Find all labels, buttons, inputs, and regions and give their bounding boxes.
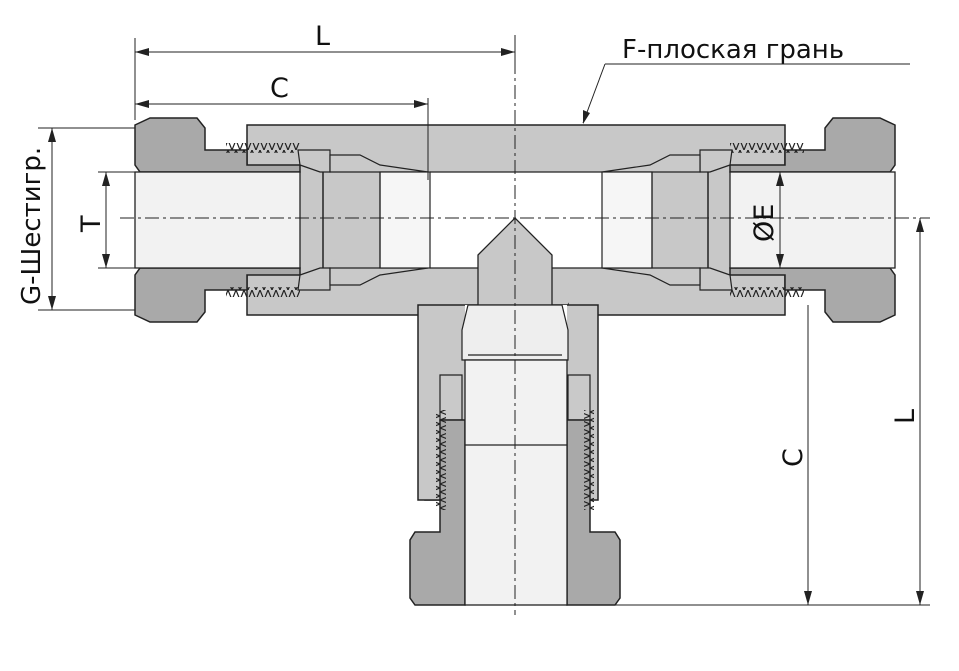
label-G-hex: G-Шестигр. bbox=[17, 147, 47, 305]
label-L-side: L bbox=[890, 409, 921, 424]
label-F-flat: F-плоская грань bbox=[622, 35, 844, 65]
right-thread-top bbox=[730, 143, 804, 153]
right-nut bbox=[729, 117, 896, 173]
left-back-ferrule bbox=[297, 149, 331, 291]
label-T: T bbox=[76, 215, 107, 233]
bottom-front-ferrule bbox=[461, 304, 569, 361]
left-nut-lower bbox=[134, 267, 301, 323]
left-nut bbox=[134, 117, 301, 173]
label-L-top: L bbox=[315, 21, 330, 52]
right-front-ferrule bbox=[601, 154, 701, 286]
bottom-thread-right bbox=[584, 410, 594, 510]
bottom-tube bbox=[464, 359, 568, 606]
right-nut-lower bbox=[729, 267, 896, 323]
right-tube bbox=[729, 171, 896, 269]
left-tube bbox=[134, 171, 301, 269]
right-thread-bottom bbox=[730, 287, 804, 297]
label-E-dia: ØE bbox=[749, 204, 780, 242]
label-C-side: C bbox=[778, 448, 809, 467]
left-thread-top bbox=[226, 143, 300, 153]
bottom-thread-left bbox=[436, 410, 446, 510]
left-thread-bottom bbox=[226, 287, 300, 297]
left-front-ferrule bbox=[329, 154, 429, 286]
right-back-ferrule bbox=[699, 149, 733, 291]
label-C-top: C bbox=[270, 73, 289, 104]
